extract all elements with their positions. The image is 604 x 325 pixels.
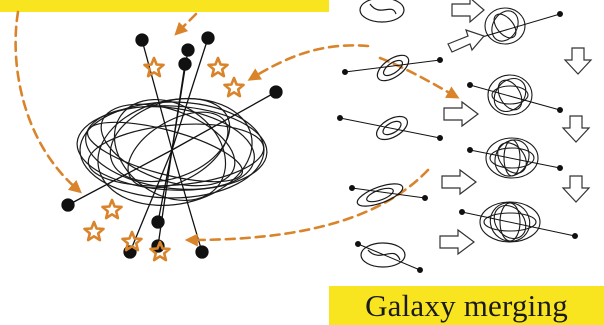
- galaxy-ring: [479, 201, 541, 243]
- galaxy-ring: [356, 183, 404, 207]
- galaxy-ring: [376, 115, 408, 141]
- hollow-arrow: [443, 100, 479, 128]
- hollow-arrow: [451, 0, 485, 24]
- star-icon-group: [83, 56, 245, 262]
- hollow-arrow: [563, 47, 593, 75]
- star-icon: [83, 220, 105, 242]
- galaxy-column-right: [479, 7, 541, 243]
- dashed-arrow-left: [14, 10, 82, 194]
- dashed-arrow-to-merger: [378, 56, 460, 99]
- star-icon: [207, 56, 229, 78]
- galaxy-column-left: [356, 0, 410, 268]
- dashed-arrows: [14, 10, 460, 247]
- galaxy-members-left: [337, 57, 443, 273]
- dashed-arrow-back: [184, 168, 430, 247]
- galaxy-ring: [359, 0, 405, 23]
- star-icon: [223, 76, 245, 98]
- galaxy-ring: [376, 54, 410, 82]
- star-icon: [101, 198, 123, 220]
- galaxy-ring: [485, 137, 539, 179]
- top-banner: [0, 0, 329, 12]
- hollow-arrows-vertical: [561, 47, 593, 203]
- galaxy-members-right: [459, 11, 578, 239]
- caption-label: Galaxy merging: [365, 287, 568, 323]
- hollow-arrow: [561, 175, 591, 203]
- hollow-arrows-horizontal: [439, 0, 486, 256]
- dashed-arrow-top: [174, 12, 198, 36]
- hollow-arrow: [561, 115, 591, 143]
- hollow-arrow: [441, 168, 477, 196]
- merged-cluster: [76, 97, 268, 206]
- hollow-arrow: [439, 228, 475, 256]
- dashed-arrow-to-cluster: [247, 44, 370, 81]
- galaxy-ring: [484, 7, 526, 45]
- hollow-arrow: [447, 29, 486, 53]
- galaxy-ring: [360, 242, 406, 268]
- caption-banner: Galaxy merging: [329, 286, 604, 325]
- galaxy-ring: [487, 74, 533, 116]
